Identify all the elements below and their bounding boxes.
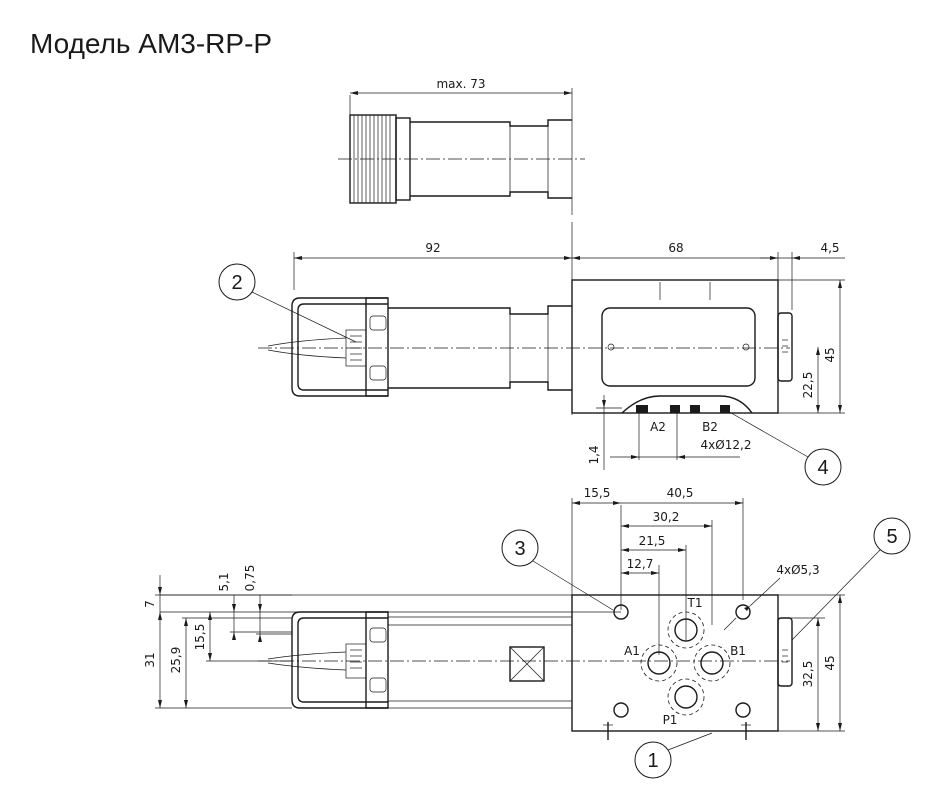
dim-31: 31: [143, 652, 157, 667]
dim-92: 92: [425, 241, 440, 255]
dim-45-bottom: 45: [823, 655, 837, 670]
dim-5-1: 5,1: [217, 572, 231, 591]
callout-2: 2: [218, 263, 357, 343]
callout-4: 4: [725, 409, 842, 486]
dim-12-7: 12,7: [627, 557, 654, 571]
dim-25-9: 25,9: [169, 647, 183, 674]
port-p1: P1: [663, 713, 678, 727]
port-b2: B2: [702, 420, 718, 434]
dim-68: 68: [668, 241, 683, 255]
callout-1: 1: [634, 732, 713, 779]
svg-text:2: 2: [231, 272, 242, 294]
dim-4x-d5-3: 4xØ5,3: [776, 563, 819, 577]
dim-21-5: 21,5: [639, 534, 666, 548]
port-t1: T1: [687, 596, 703, 610]
top-view-cartridge: max. 73: [338, 77, 585, 215]
side-view: 92 68 4,5 A2 B2 4xØ12,2: [258, 222, 845, 470]
dim-0-75: 0,75: [243, 565, 257, 592]
dim-1-4: 1,4: [587, 445, 601, 464]
callout-5: 5: [791, 517, 911, 641]
dim-7: 7: [143, 600, 157, 608]
dim-max-73: max. 73: [436, 77, 485, 91]
svg-text:4: 4: [817, 457, 828, 479]
svg-text:5: 5: [886, 526, 897, 548]
callout-3: 3: [501, 529, 614, 611]
dim-15-5-top: 15,5: [584, 486, 611, 500]
port-a2: A2: [650, 420, 666, 434]
dim-40-5: 40,5: [667, 486, 694, 500]
dim-22-5: 22,5: [801, 372, 815, 399]
port-b1: B1: [730, 644, 746, 658]
svg-text:3: 3: [514, 538, 525, 560]
dim-15-5-left: 15,5: [193, 624, 207, 651]
dim-4x-d12-2: 4xØ12,2: [701, 438, 752, 452]
dim-4-5: 4,5: [820, 241, 839, 255]
dim-32-5: 32,5: [801, 661, 815, 688]
plan-view: 15,5 40,5 30,2 21,5 12,7 T1: [143, 486, 845, 740]
dim-30-2: 30,2: [653, 510, 680, 524]
svg-text:1: 1: [647, 750, 658, 772]
page-title: Модель AM3-RP-P: [30, 28, 273, 59]
dim-45-side: 45: [823, 347, 837, 362]
port-a1: A1: [624, 644, 640, 658]
